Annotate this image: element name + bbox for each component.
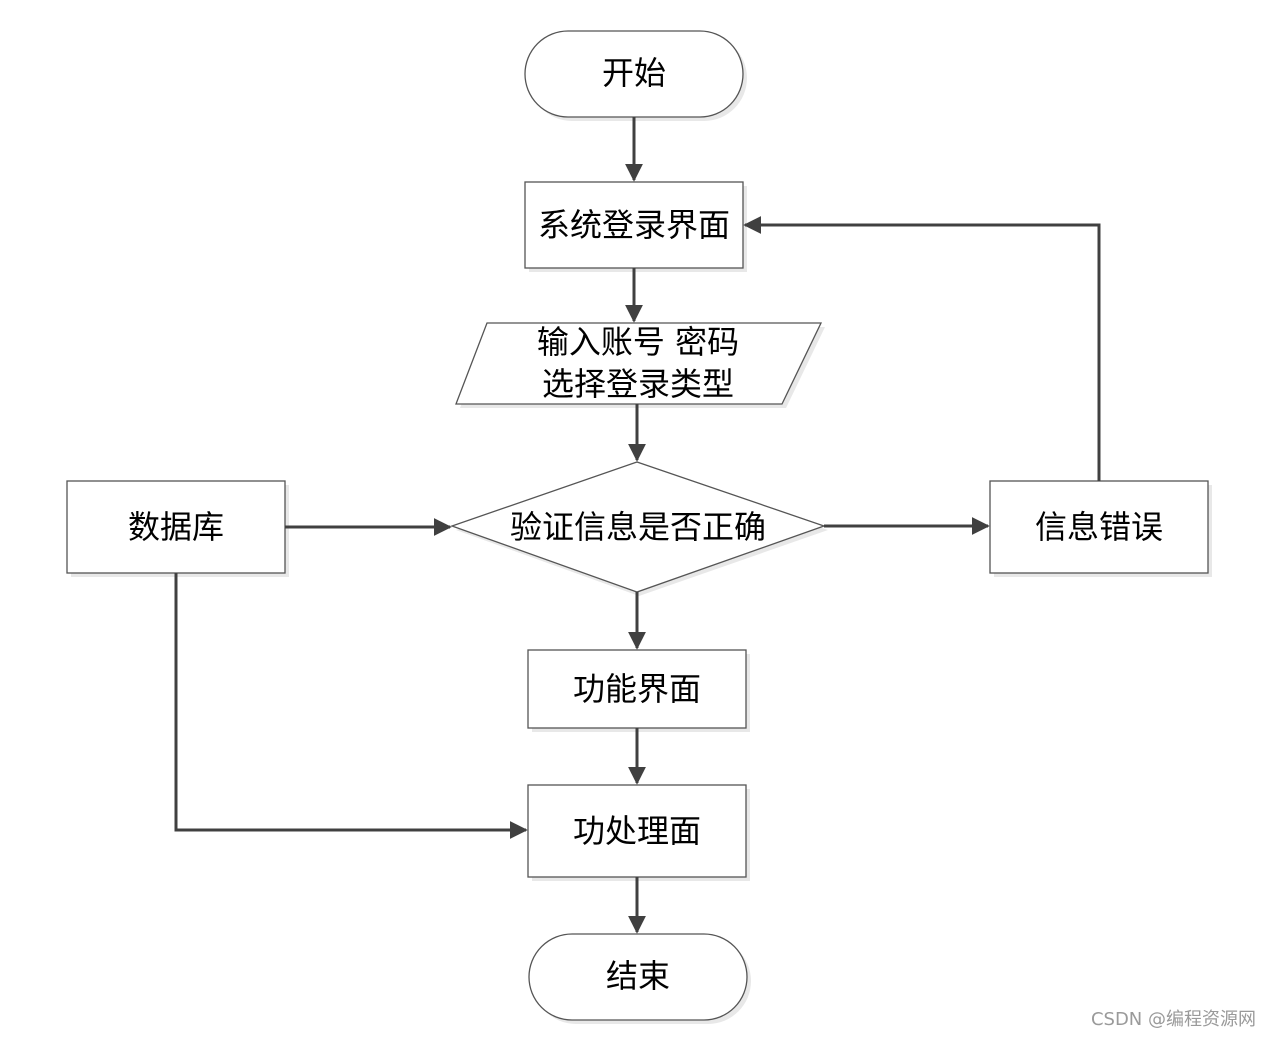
database-label: 数据库 xyxy=(128,508,224,546)
end-label: 结束 xyxy=(606,957,670,995)
verify-node: 验证信息是否正确 xyxy=(450,461,828,596)
connectors xyxy=(174,117,1101,934)
login-ui-node: 系统登录界面 xyxy=(524,181,747,272)
function-ui-node: 功能界面 xyxy=(527,649,750,732)
start-label: 开始 xyxy=(602,54,666,92)
input-label-line1: 输入账号 密码 xyxy=(537,323,739,361)
process-ui-label: 功处理面 xyxy=(573,812,701,850)
error-label: 信息错误 xyxy=(1035,508,1163,546)
function-ui-label: 功能界面 xyxy=(573,670,701,708)
login-ui-label: 系统登录界面 xyxy=(538,206,730,244)
input-label-line2: 选择登录类型 xyxy=(542,365,734,403)
arrow-database-to-process xyxy=(174,573,528,839)
watermark: CSDN @编程资源网 xyxy=(1091,1009,1256,1030)
error-node: 信息错误 xyxy=(989,480,1212,577)
arrow-error-to-login xyxy=(743,216,1101,481)
database-node: 数据库 xyxy=(66,480,289,577)
verify-label: 验证信息是否正确 xyxy=(510,508,766,546)
input-node: 输入账号 密码 选择登录类型 xyxy=(455,322,825,408)
start-node: 开始 xyxy=(524,30,747,121)
process-ui-node: 功处理面 xyxy=(527,784,750,881)
end-node: 结束 xyxy=(528,933,751,1024)
